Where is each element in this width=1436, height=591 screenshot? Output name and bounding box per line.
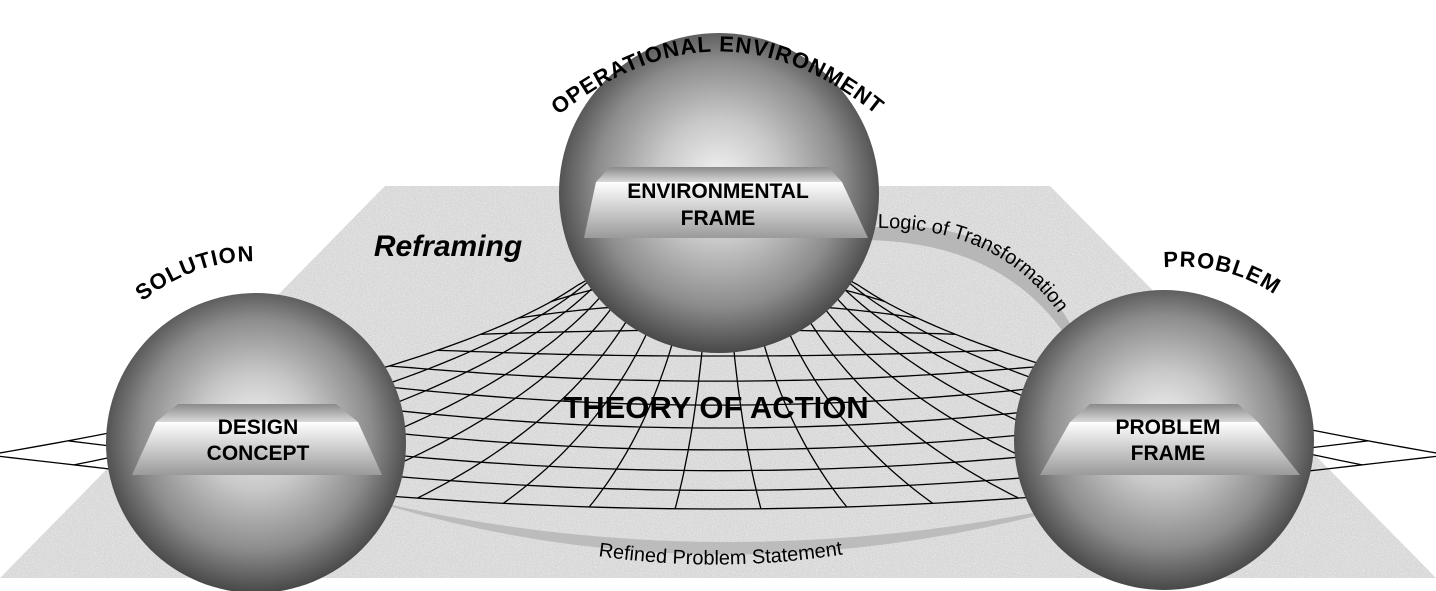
problem-frame-line1: PROBLEM <box>1116 416 1221 439</box>
mesh-row-line <box>389 365 1047 382</box>
mesh-row-line <box>335 380 1101 406</box>
operational-environment-sphere <box>559 33 879 353</box>
design-concept-line2: CONCEPT <box>207 442 310 465</box>
design-concept-line1: DESIGN <box>218 416 299 439</box>
solution-sphere <box>106 293 406 591</box>
environmental-frame-line1: ENVIRONMENTAL <box>627 180 809 203</box>
reframing-label: Reframing <box>374 230 522 263</box>
theory-of-action-label: THEORY OF ACTION <box>563 390 868 425</box>
problem-sphere <box>1014 290 1314 590</box>
logic-of-transformation-arrow <box>852 226 1086 346</box>
environmental-frame-line2: FRAME <box>681 207 756 230</box>
problem-frame-line2: FRAME <box>1131 442 1206 465</box>
mesh-row-line <box>437 349 999 357</box>
mesh-row-line <box>276 396 1160 429</box>
